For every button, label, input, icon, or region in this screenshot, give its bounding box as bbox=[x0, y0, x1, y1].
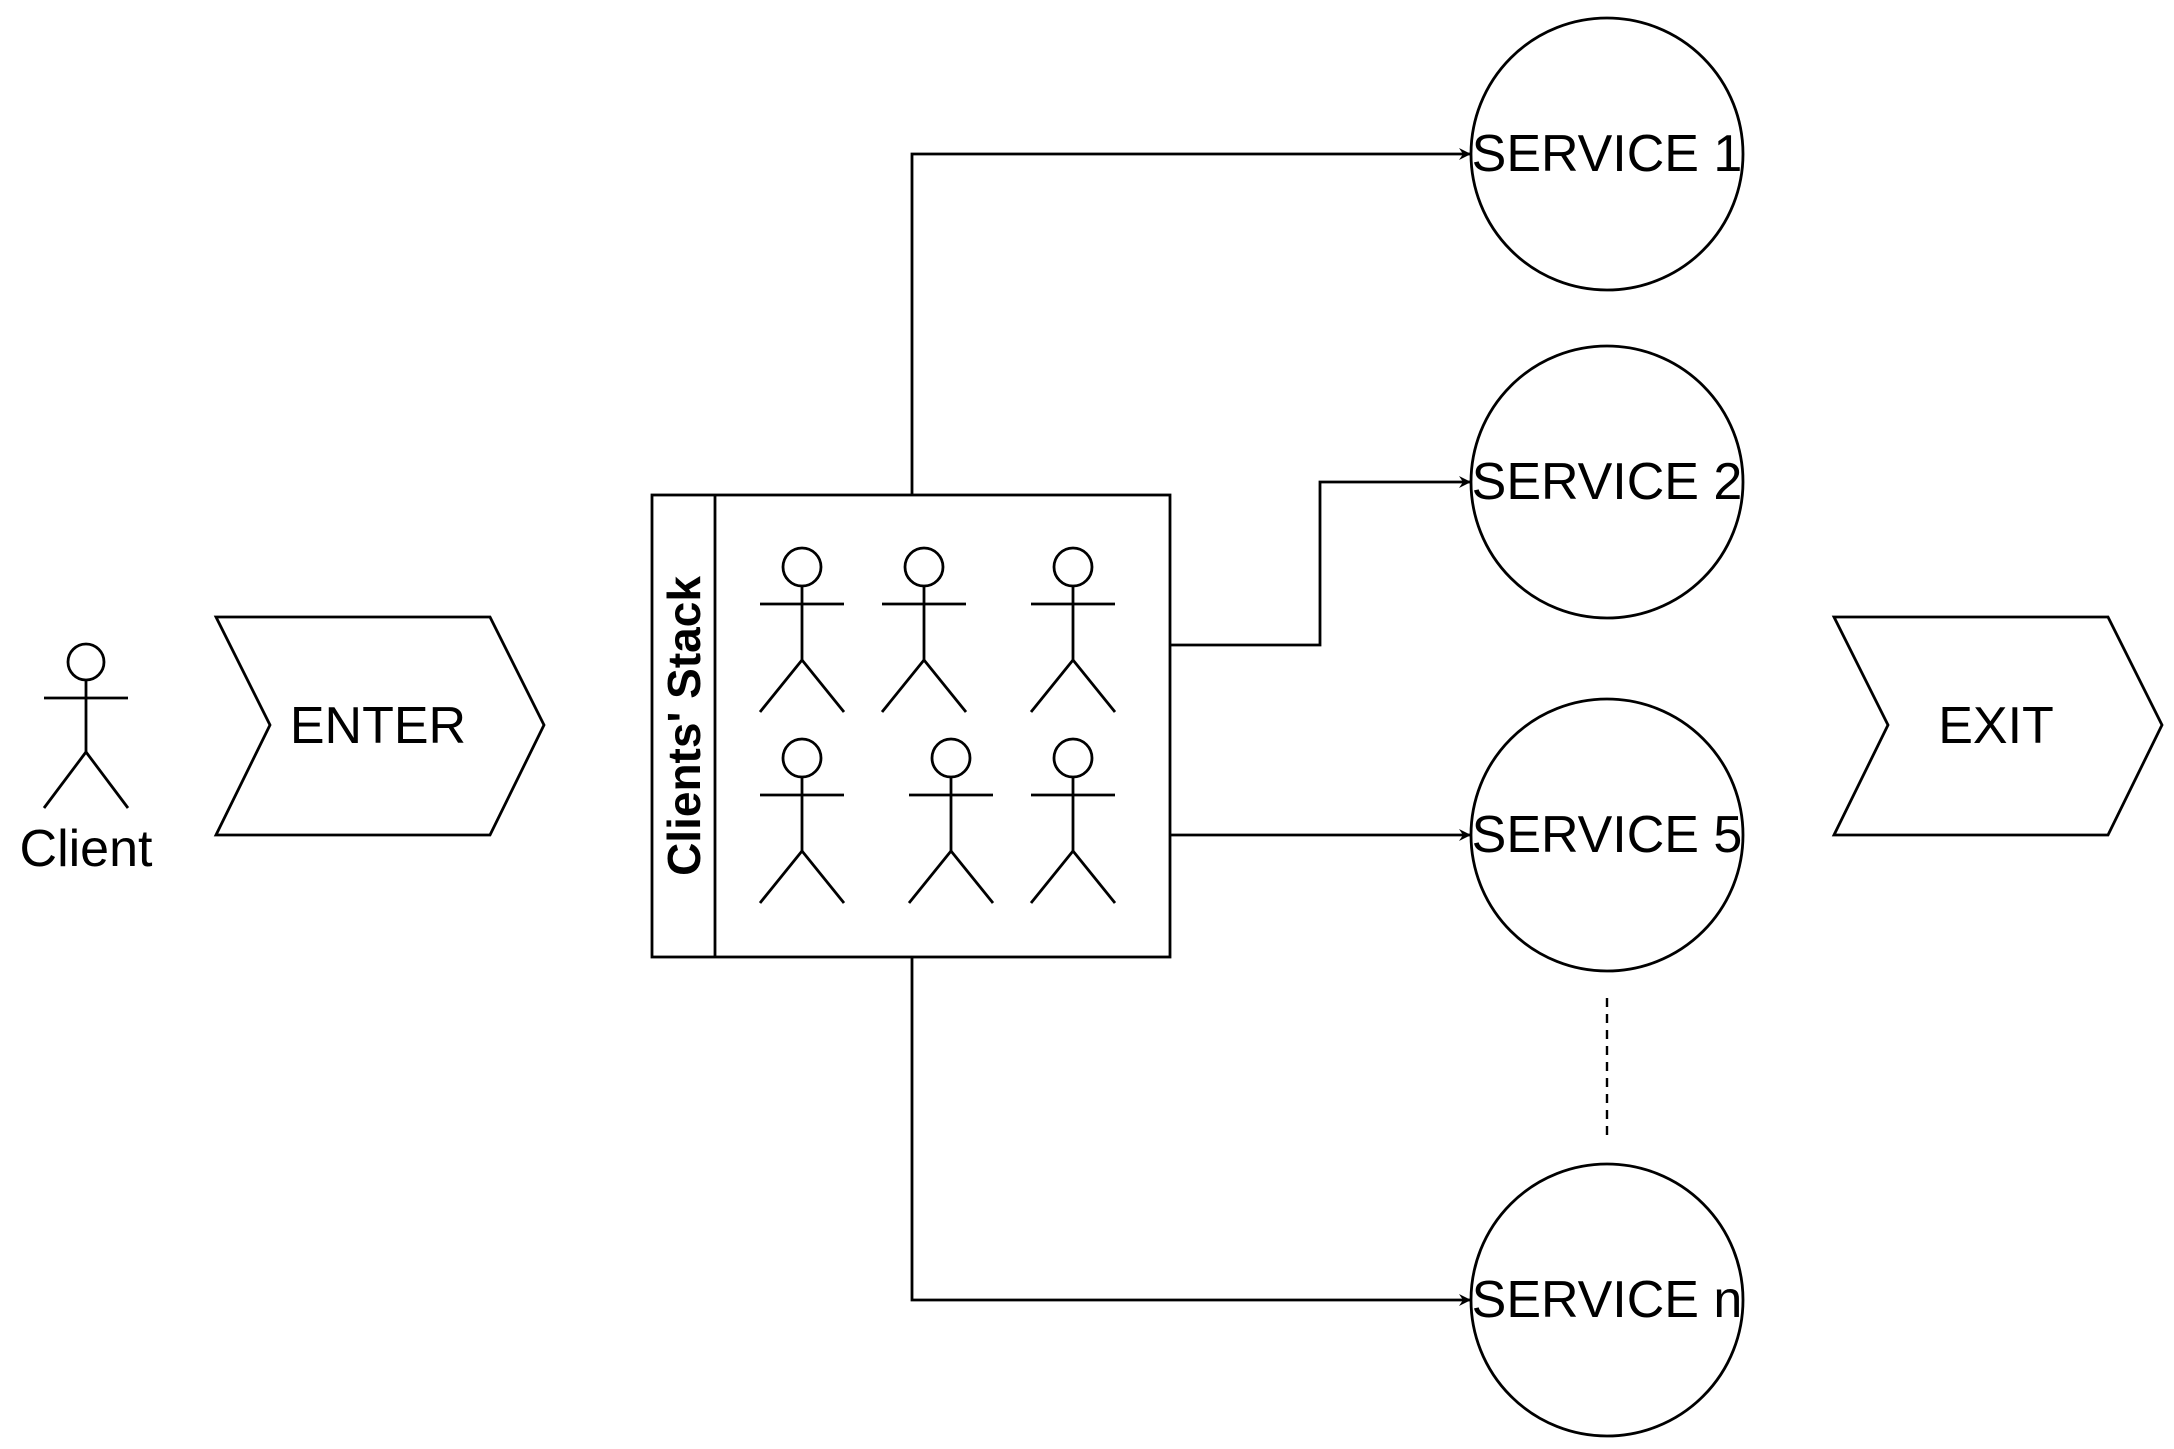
client-actor: Client bbox=[20, 642, 153, 878]
stack-client-icon-1 bbox=[758, 546, 846, 713]
service-node-5-circle bbox=[1469, 697, 1745, 973]
service-node-1-label: SERVICE 1 bbox=[1472, 125, 1743, 183]
stack-client-icon-4 bbox=[758, 737, 846, 904]
stack-client-icon-2 bbox=[880, 546, 968, 713]
service-node-n: SERVICE n bbox=[1469, 1162, 1745, 1438]
service-node-1: SERVICE 1 bbox=[1469, 16, 1745, 292]
exit-chevron-shape bbox=[1831, 615, 2164, 837]
service-node-n-label: SERVICE n bbox=[1472, 1271, 1743, 1329]
stack-client-icon-6 bbox=[1029, 737, 1117, 904]
exit-step: EXIT bbox=[1831, 615, 2164, 837]
enter-label: ENTER bbox=[290, 697, 466, 755]
service-node-2-circle bbox=[1469, 344, 1745, 620]
clients-stack: Clients' Stack bbox=[650, 493, 1172, 959]
connector-to-service-1 bbox=[910, 148, 1471, 495]
connector-to-service-n bbox=[910, 957, 1471, 1306]
clients-stack-title: Clients' Stack bbox=[658, 576, 710, 876]
service-node-5-label: SERVICE 5 bbox=[1472, 806, 1743, 864]
service-node-2-label: SERVICE 2 bbox=[1472, 453, 1743, 511]
service-node-n-circle bbox=[1469, 1162, 1745, 1438]
connector-to-service-2 bbox=[1170, 476, 1471, 647]
stack-client-icon-3 bbox=[1029, 546, 1117, 713]
enter-step: ENTER bbox=[213, 615, 546, 837]
service-node-5: SERVICE 5 bbox=[1469, 697, 1745, 973]
client-actor-icon bbox=[42, 642, 130, 809]
service-node-2: SERVICE 2 bbox=[1469, 344, 1745, 620]
exit-label: EXIT bbox=[1938, 697, 2054, 755]
stack-client-icon-5 bbox=[907, 737, 995, 904]
client-label: Client bbox=[20, 820, 153, 878]
enter-chevron-shape bbox=[213, 615, 546, 837]
service-node-1-circle bbox=[1469, 16, 1745, 292]
connectors bbox=[910, 148, 1609, 1306]
